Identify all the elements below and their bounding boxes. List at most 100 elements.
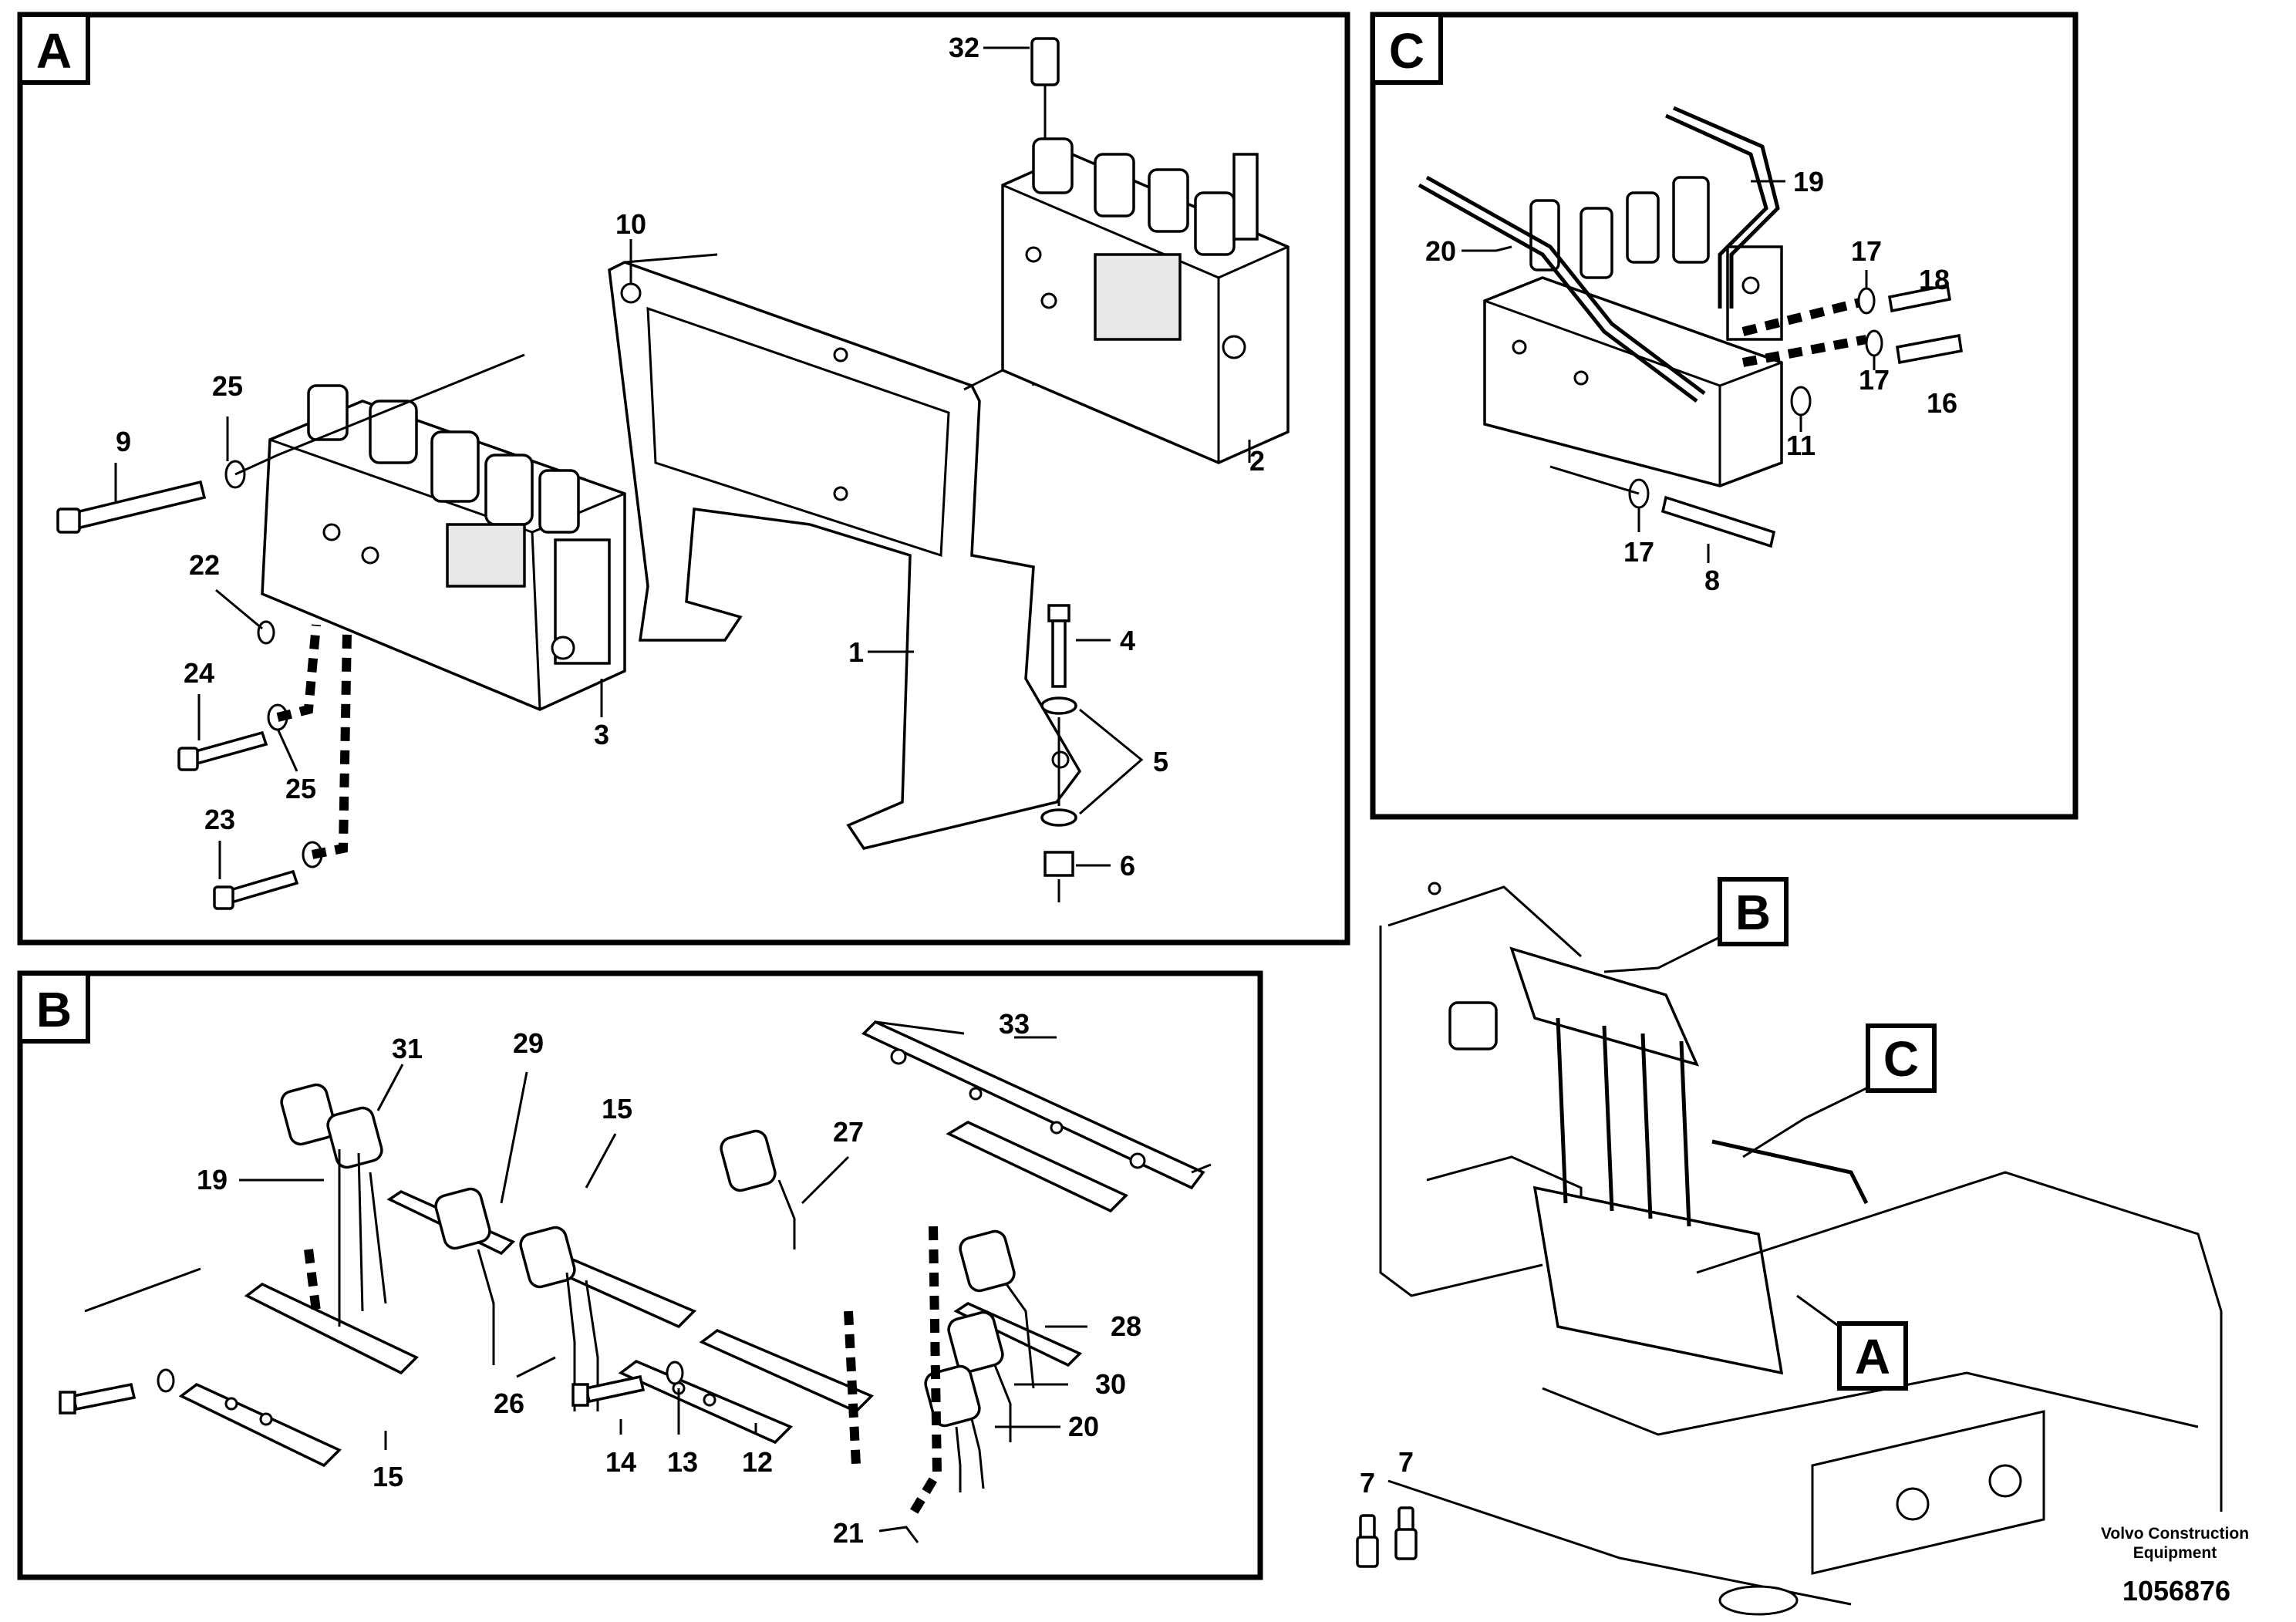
plug-7b: [1397, 1506, 1414, 1533]
panel-a: A: [17, 12, 1350, 946]
label-16: 16: [1927, 387, 1957, 419]
fitting-31: [326, 1106, 383, 1169]
machine-opening: [1718, 1585, 1799, 1616]
label-17a: 17: [1851, 235, 1882, 267]
ref-line-left: [84, 1267, 201, 1313]
overview-hoses: [1556, 1017, 1691, 1227]
label-29: 29: [513, 1027, 544, 1059]
bracket-hole: [620, 282, 642, 304]
label-23: 23: [204, 804, 235, 835]
bolt-9: [71, 480, 207, 531]
bolt-14-head: [571, 1383, 589, 1407]
leader-22: [215, 588, 263, 630]
callout-a-pointer: [1796, 1294, 1840, 1328]
fitting-27: [720, 1129, 777, 1192]
bracket-hole: [1051, 750, 1070, 769]
hose-27: [777, 1179, 796, 1249]
plate-left: [178, 1382, 342, 1468]
label-32: 32: [949, 32, 979, 63]
label-26: 26: [494, 1388, 524, 1419]
fitting-19: [280, 1083, 337, 1146]
overview-pipe: [1711, 1139, 1869, 1205]
leader-9-axis: [234, 353, 525, 476]
label-7b: 7: [1398, 1446, 1414, 1478]
label-25b: 25: [285, 773, 316, 804]
label-20b: 20: [1068, 1411, 1099, 1442]
brand-line-2: Equipment: [2133, 1544, 2217, 1562]
document-number: 1056876: [2122, 1575, 2230, 1607]
leader-25b: [276, 728, 298, 772]
bolt-8: [1660, 495, 1776, 548]
bolt-24-head: [177, 747, 199, 771]
alignment-dash-c: [1741, 296, 1868, 336]
bar-33-axis: [875, 1020, 1212, 1174]
label-33: 33: [999, 1008, 1030, 1040]
leader-21: [878, 1526, 919, 1543]
label-13: 13: [667, 1446, 698, 1478]
callout-b-pointer: [1603, 936, 1721, 973]
label-30: 30: [1095, 1368, 1126, 1400]
bar-hole: [890, 1048, 907, 1065]
panel-b-tag-box: [18, 971, 90, 1044]
callout-c-pointer: [1742, 1086, 1869, 1158]
callout-b-box: [1718, 877, 1789, 946]
label-14: 14: [605, 1446, 636, 1478]
machine-cab-edge: [1379, 926, 1543, 1297]
label-9: 9: [116, 426, 131, 457]
bolt-left: [71, 1382, 137, 1411]
label-27: 27: [833, 1116, 864, 1148]
bar-hole: [969, 1087, 983, 1101]
panel-c: C: [1370, 12, 2079, 820]
overview-valve-a: [1532, 1185, 1784, 1375]
bolt-8-axis: [1549, 465, 1640, 495]
bolt-24: [190, 730, 268, 766]
washer-5a: [1040, 696, 1077, 715]
label-22: 22: [189, 549, 220, 581]
callout-b: B: [1735, 885, 1771, 940]
bracket-hole: [833, 486, 848, 501]
leader-20: [1462, 245, 1512, 252]
hose-28: [1005, 1283, 1035, 1389]
hose-29: [477, 1249, 495, 1365]
footer: Volvo Construction Equipment 1056876: [2101, 1525, 2249, 1607]
hose-30: [993, 1364, 1012, 1442]
callout-a-box: [1837, 1321, 1908, 1391]
label-4: 4: [1120, 625, 1135, 656]
bracket-top-edge: [624, 253, 718, 264]
leader-15: [585, 1133, 617, 1189]
alignment-dash-b: [304, 1249, 321, 1312]
callout-c-box: [1866, 1023, 1937, 1093]
washer-17b: [1865, 329, 1883, 357]
label-15b: 15: [373, 1461, 403, 1492]
brand-line-1: Volvo Construction: [2101, 1525, 2249, 1543]
panel-a-frame: [17, 12, 1350, 946]
panel-b-tag: B: [36, 982, 72, 1037]
alignment-dash-b: [844, 1310, 861, 1466]
pipe-20-edge: [1425, 175, 1706, 395]
machine-frame-right: [1696, 1171, 2223, 1512]
panel-c-tag-box: [1371, 12, 1443, 85]
alignment-dash: [276, 624, 321, 722]
callout-c: C: [1883, 1031, 1919, 1087]
leader-5: [1079, 708, 1144, 815]
bracket-hole: [833, 347, 848, 363]
panel-b: B: [17, 970, 1263, 1580]
bolt-4: [1051, 619, 1067, 688]
washer-13: [666, 1361, 684, 1385]
o-ring-22: [257, 620, 275, 645]
bolt-14: [584, 1374, 646, 1404]
label-17c: 17: [1623, 536, 1654, 568]
bolt-18: [1887, 283, 1952, 313]
control-valve-assembly-c: [1483, 176, 1783, 487]
washer-5b: [1040, 808, 1077, 827]
machine-beam: [1811, 1410, 2045, 1575]
plug-7a-body: [1356, 1536, 1379, 1568]
plate-hole: [259, 1412, 273, 1426]
fitting-20: [924, 1364, 981, 1428]
clamp-half-15b: [244, 1282, 419, 1375]
leader-29: [500, 1071, 528, 1204]
nut-6: [1043, 851, 1074, 877]
bolt-16: [1896, 333, 1963, 365]
alignment-dash-b: [909, 1226, 942, 1515]
